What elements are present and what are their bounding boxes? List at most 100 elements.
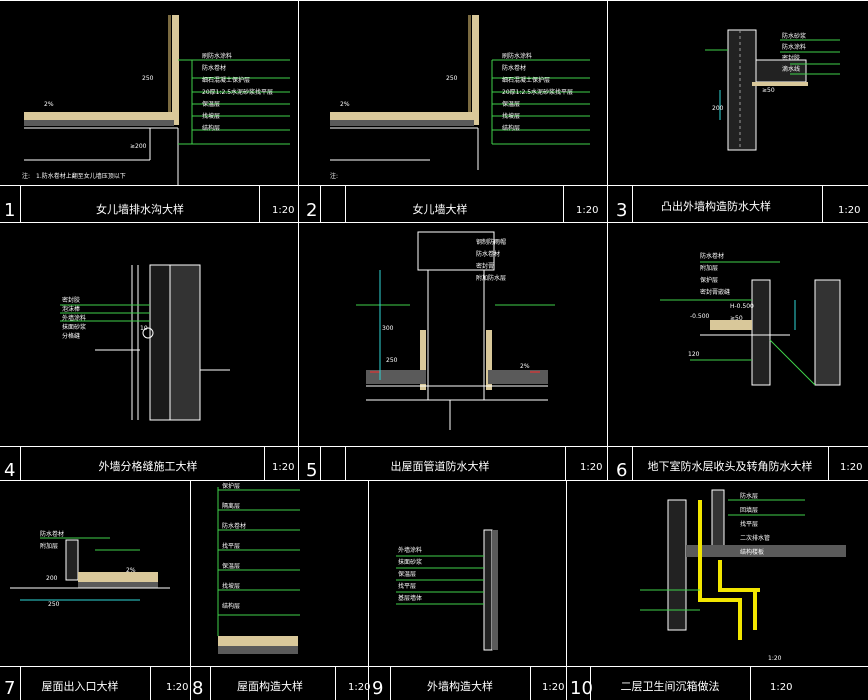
callout-label: 保护层	[222, 482, 240, 490]
callout-label: 结构层	[222, 602, 240, 610]
detail-1-drawing	[24, 15, 290, 185]
callout-label: 密封胶	[62, 296, 80, 304]
callout-label: 刷防水涂料	[202, 52, 232, 60]
detail-scale: 1:20	[838, 205, 860, 216]
callout-label: 防水卷材	[202, 64, 226, 72]
detail-5-drawing	[356, 231, 555, 430]
callout-label: 密封胶	[782, 54, 800, 62]
detail-title: 二层卫生间沉箱做法	[621, 679, 720, 693]
callout-label: 保温层	[202, 100, 220, 108]
callout-label: 找平层	[740, 520, 758, 528]
dimension-label: 2%	[126, 567, 136, 574]
callout-label: 20厚1:2.5水泥砂浆找平层	[502, 88, 573, 96]
detail-9-drawing	[396, 529, 498, 651]
detail-scale: 1:20	[272, 462, 294, 473]
callout-label: 找坡层	[202, 112, 220, 120]
detail-title: 外墙构造大样	[427, 679, 493, 693]
callout-label: 滴水线	[782, 65, 800, 73]
detail-number: 10	[570, 678, 593, 699]
detail-title: 屋面构造大样	[237, 679, 303, 693]
callout-label: 保护层	[700, 276, 718, 284]
callout-label: 结构层	[502, 124, 520, 132]
detail-number: 1	[4, 200, 15, 221]
dimension-label: 2%	[340, 101, 350, 108]
detail-number: 9	[372, 678, 383, 699]
detail-scale: 1:20	[166, 682, 188, 693]
callout-label: 外墙涂料	[398, 546, 422, 554]
callout-label: 防水卷材	[222, 522, 246, 530]
detail-3-drawing	[705, 29, 840, 151]
detail-scale: 1:20	[542, 682, 564, 693]
dimension-label: 200	[46, 575, 58, 582]
detail-title: 外墙分格缝施工大样	[99, 459, 198, 473]
detail-title: 出屋面管道防水大样	[391, 459, 490, 473]
callout-label: 结构层	[202, 124, 220, 132]
callout-label: 找平层	[398, 582, 416, 590]
dimension-label: 2%	[520, 363, 530, 370]
callout-label: 细石混凝土保护层	[202, 76, 250, 84]
callout-label: 找平层	[222, 542, 240, 550]
detail-2-drawing	[330, 15, 590, 170]
callout-label: 防水卷材	[476, 250, 500, 258]
callout-label: 防水层	[740, 492, 758, 500]
dimension-label: 200	[712, 105, 724, 112]
detail-scale: 1:20	[770, 682, 792, 693]
dimension-label: H-0.500	[730, 303, 754, 310]
dimension-label: 250	[386, 357, 398, 364]
detail-number: 5	[306, 460, 317, 481]
callout-label: 附加层	[40, 542, 58, 550]
detail-scale: 1:20	[580, 462, 602, 473]
callout-label: 结构楼板	[740, 548, 764, 556]
callout-label: 密封膏	[476, 262, 494, 270]
detail-6-drawing	[660, 261, 841, 386]
callout-label: 泡沫棒	[62, 305, 80, 313]
callout-label: 附加防水层	[476, 274, 506, 282]
callout-label: 防水砂浆	[782, 32, 806, 40]
callout-label: 二次排水管	[740, 534, 770, 542]
callout-label: 基层墙体	[398, 594, 422, 602]
detail-scale: 1:20	[348, 682, 370, 693]
detail-number: 3	[616, 200, 627, 221]
dimension-label: 250	[142, 75, 154, 82]
callout-label: 防水卷材	[502, 64, 526, 72]
dimension-label: ≥200	[130, 143, 147, 150]
detail-7-drawing	[10, 537, 170, 601]
callout-label: 防水卷材	[700, 252, 724, 260]
dimension-label: 250	[48, 601, 60, 608]
callout-label: 密封膏嵌缝	[700, 288, 730, 296]
dimension-label: 120	[688, 351, 700, 358]
detail-title: 凸出外墙构造防水大样	[661, 199, 771, 213]
detail-4-drawing	[60, 264, 230, 421]
callout-label: 回填层	[740, 506, 758, 514]
dimension-label: 1:20	[768, 655, 782, 662]
callout-label: 防水卷材	[40, 530, 64, 538]
callout-label: 刷防水涂料	[502, 52, 532, 60]
callout-label: 保温层	[222, 562, 240, 570]
dimension-label: 10	[140, 325, 148, 332]
note-text: 注:	[330, 172, 338, 180]
detail-title: 女儿墙排水沟大样	[96, 202, 184, 216]
detail-title: 屋面出入口大样	[42, 679, 119, 693]
detail-title: 地下室防水层收头及转角防水大样	[648, 459, 813, 473]
detail-scale: 1:20	[272, 205, 294, 216]
dimension-label: 300	[382, 325, 394, 332]
callout-label: 附加层	[700, 264, 718, 272]
detail-title: 女儿墙大样	[413, 202, 468, 216]
dimension-label: 250	[446, 75, 458, 82]
callout-label: 抹面砂浆	[62, 323, 86, 331]
callout-label: 钢制防雨帽	[476, 238, 506, 246]
detail-number: 4	[4, 460, 15, 481]
dimension-label: ≥50	[762, 87, 775, 94]
detail-8-drawing	[217, 487, 300, 654]
detail-scale: 1:20	[840, 462, 862, 473]
callout-label: 细石混凝土保护层	[502, 76, 550, 84]
dimension-label: -0.500	[690, 313, 710, 320]
detail-number: 7	[4, 678, 15, 699]
note-text: 1.防水卷材上翻至女儿墙压顶以下	[36, 172, 126, 180]
detail-number: 6	[616, 460, 627, 481]
callout-label: 保温层	[398, 570, 416, 578]
detail-number: 2	[306, 200, 317, 221]
note-text: 注:	[22, 172, 30, 180]
